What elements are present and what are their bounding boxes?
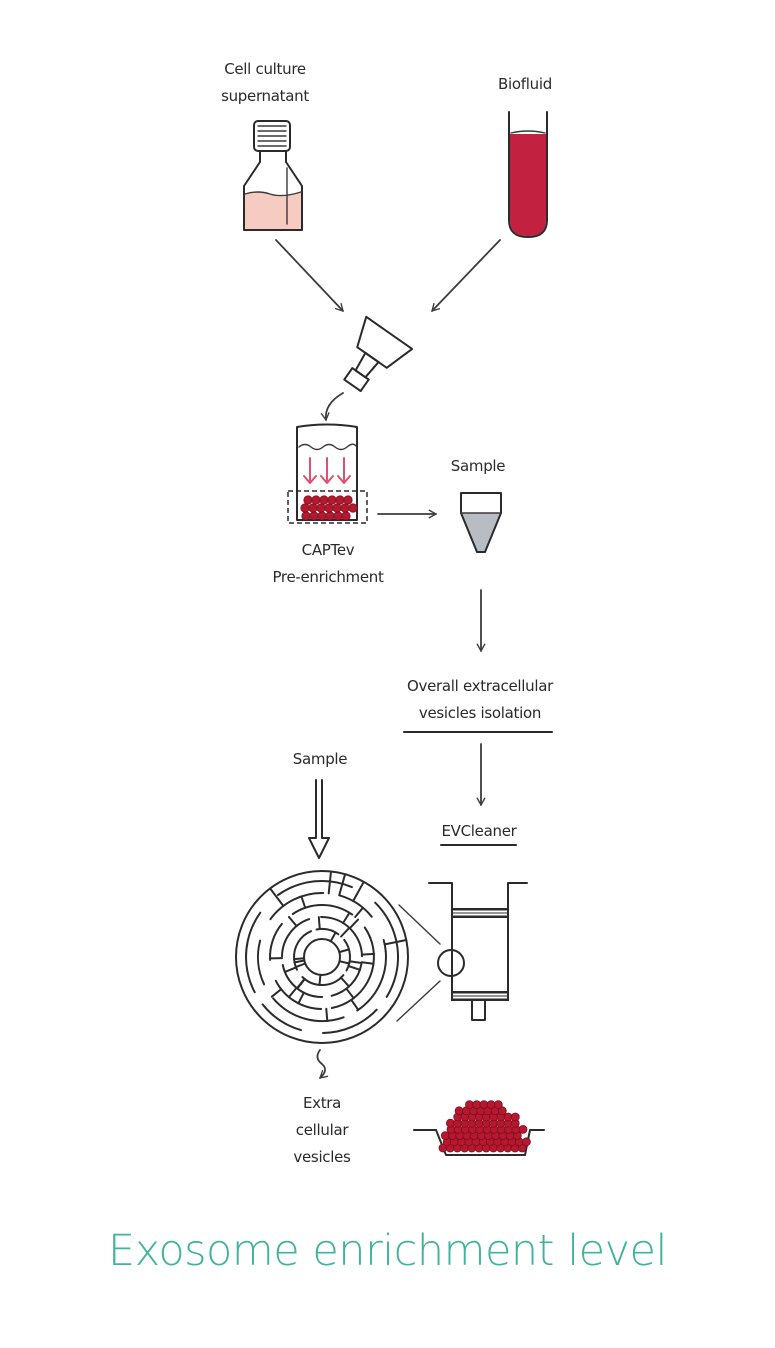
vesicle-bead xyxy=(493,1100,503,1109)
vesicle-bead xyxy=(317,511,327,521)
squiggle-arrow-to-evs xyxy=(316,1049,329,1079)
vesicle-bead xyxy=(522,1137,531,1147)
captev-column-icon xyxy=(287,423,368,524)
vesicle-bead xyxy=(335,495,345,505)
vesicle-bead xyxy=(341,511,351,521)
funnel-filter-icon xyxy=(343,315,414,393)
label-cell-culture-line1: Cell culture xyxy=(224,60,306,78)
vesicle-bead xyxy=(316,503,326,513)
vesicle-bead xyxy=(340,503,350,513)
vesicle-bead xyxy=(327,495,337,505)
cell-culture-flask-icon xyxy=(243,120,303,231)
pink-flow-arrows xyxy=(303,457,351,484)
vesicle-bead xyxy=(479,1100,489,1109)
label-evcleaner: EVCleaner xyxy=(441,822,517,840)
label-cell-culture-line2: supernatant xyxy=(221,87,309,105)
vesicle-bead xyxy=(465,1100,474,1109)
label-ev-line3: vesicles xyxy=(293,1148,351,1166)
vesicle-bead xyxy=(319,495,329,505)
label-overall-isolation: Overall extracellular vesicles isolation xyxy=(395,673,565,727)
vesicle-bead xyxy=(332,503,342,513)
vesicle-bead xyxy=(440,1131,450,1140)
zoom-line-top xyxy=(398,904,441,945)
vesicle-bead xyxy=(308,503,318,513)
label-captev-line2: Pre-enrichment xyxy=(272,568,384,586)
vesicle-bead xyxy=(348,503,358,513)
vesicle-bead xyxy=(303,495,313,505)
arrow-funnel-to-column xyxy=(320,392,344,421)
vesicle-bead xyxy=(333,511,343,521)
label-sample-left: Sample xyxy=(292,750,348,768)
vesicle-bead xyxy=(311,495,321,505)
maze-filter-icon xyxy=(235,870,409,1044)
vesicle-bead xyxy=(301,511,311,521)
hollow-arrow-sample-to-maze xyxy=(308,779,330,859)
label-biofluid: Biofluid xyxy=(498,75,552,93)
arrow-tube-to-funnel xyxy=(431,239,501,312)
captev-beads xyxy=(300,495,358,521)
vesicle-bead xyxy=(445,1118,455,1128)
sample-tube-icon xyxy=(460,492,502,553)
ev-bead-pile-icon xyxy=(413,1100,545,1156)
vesicle-bead xyxy=(343,495,353,505)
vesicle-bead xyxy=(497,1106,507,1116)
arrow-flask-to-funnel xyxy=(275,239,344,312)
biofluid-liquid xyxy=(510,134,546,236)
label-cell-culture: Cell culture supernatant xyxy=(205,56,325,110)
supernatant-liquid xyxy=(245,192,301,229)
label-extracellular-vesicles: Extra cellular vesicles xyxy=(282,1090,362,1171)
vesicle-bead xyxy=(325,511,335,521)
label-captev: CAPTev Pre-enrichment xyxy=(258,537,398,591)
label-ev-line2: cellular xyxy=(295,1121,349,1139)
label-captev-line1: CAPTev xyxy=(301,541,355,559)
evcleaner-device-icon xyxy=(428,882,528,1021)
label-ev-line1: Extra xyxy=(302,1094,342,1112)
biofluid-tube-icon xyxy=(508,111,548,238)
label-overall-line1: Overall extracellular xyxy=(406,677,553,695)
vesicle-bead xyxy=(309,511,319,521)
page-title: Exosome enrichment level xyxy=(108,1226,667,1276)
vesicle-bead xyxy=(510,1112,520,1122)
label-sample-top: Sample xyxy=(450,457,506,475)
label-overall-line2: vesicles isolation xyxy=(418,704,542,722)
vesicle-bead xyxy=(518,1125,528,1134)
vesicle-bead xyxy=(324,503,334,513)
zoom-line-bottom xyxy=(396,980,441,1022)
vesicle-bead xyxy=(300,503,310,513)
